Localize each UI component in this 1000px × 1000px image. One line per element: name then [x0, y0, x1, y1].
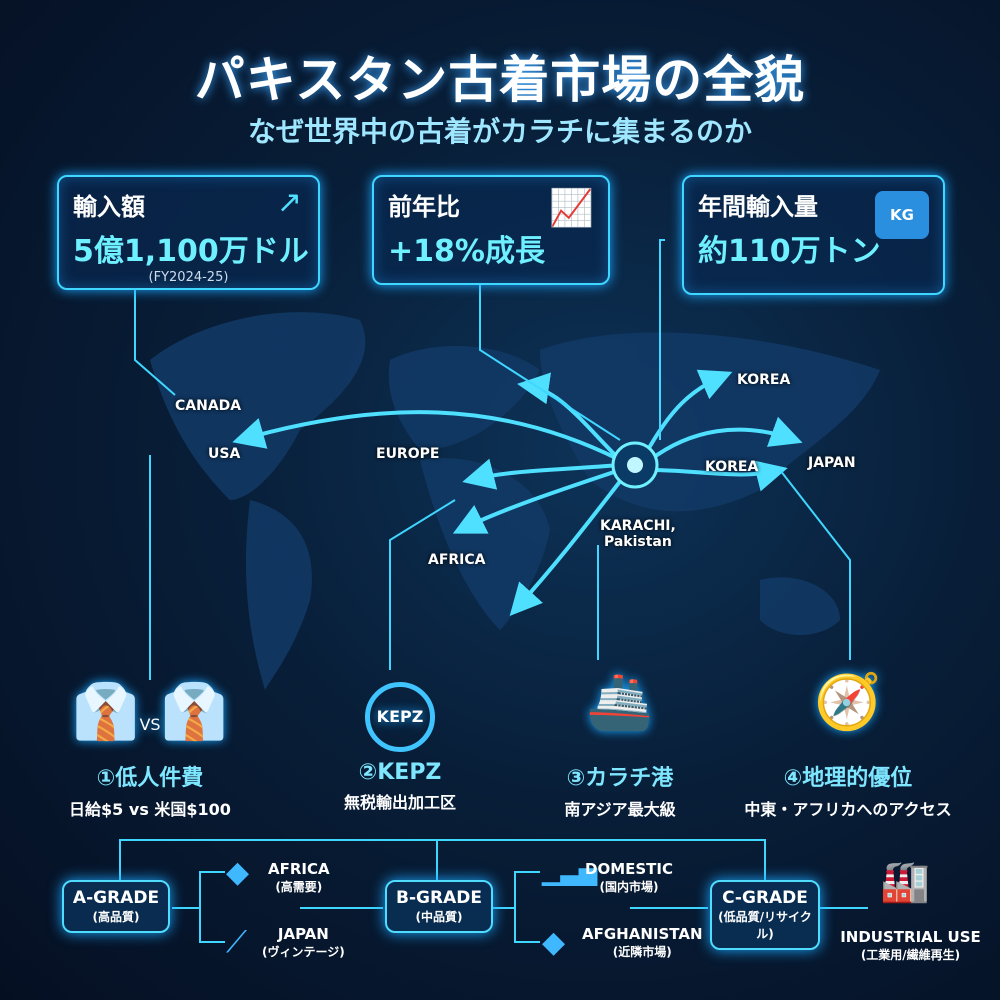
stat-label: 輸入額 — [73, 193, 145, 221]
weight-icon: KG — [875, 191, 929, 239]
dest-name: AFGHANISTAN — [582, 925, 703, 943]
feature-title: ③カラチ港 — [566, 766, 674, 791]
dest-note: (国内市場) — [599, 880, 659, 894]
cargo-ship-icon: 🚢 — [586, 670, 654, 733]
dest-name: DOMESTIC — [585, 860, 674, 878]
page-subtitle: なぜ世界中の古着がカラチに集まるのか — [247, 115, 752, 148]
dest-japan: JAPAN (ヴィンテージ) — [262, 925, 345, 960]
feature-title: ④地理的優位 — [783, 766, 913, 791]
dest-name: JAPAN — [277, 925, 329, 943]
stat-label: 前年比 — [388, 193, 460, 221]
page-title: パキスタン古着市場の全貌 — [194, 51, 806, 109]
dest-note: (工業用/繊維再生) — [860, 948, 961, 962]
grade-note: (低品質/リサイクル) — [718, 910, 812, 941]
feature-sub: 南アジア最大級 — [564, 800, 676, 819]
map-label-usa: USA — [208, 446, 241, 462]
dest-name: AFRICA — [268, 860, 330, 878]
map-label-canada: CANADA — [175, 398, 242, 414]
afghanistan-icon: ◆ — [542, 925, 566, 960]
compass-icon: 🧭 — [814, 670, 882, 733]
dest-note: (近隣市場) — [612, 945, 672, 959]
dest-industrial-use: INDUSTRIAL USE (工業用/繊維再生) — [838, 928, 983, 963]
feature-kepz: ②KEPZ 無税輸出加工区 — [280, 760, 520, 813]
map-label-korea: KOREA — [737, 372, 791, 388]
grade-note: (中品質) — [415, 910, 463, 924]
feature-karachi-port: ③カラチ港南アジア最大級 — [500, 760, 740, 820]
hub-line2: Pakistan — [603, 534, 672, 550]
grade-name: B-GRADE — [396, 888, 482, 908]
feature-sub: 中東・アフリカへのアクセス — [744, 800, 952, 819]
stat-note: (FY2024-25) — [148, 270, 229, 285]
stat-label: 年間輸入量 — [698, 193, 818, 221]
feature-sub: 日給$5 vs 米国$100 — [69, 800, 231, 819]
factory-icon: 🏭 — [880, 859, 930, 905]
stat-card-annual-volume: 年間輸入量 約110万トン KG — [682, 175, 945, 295]
feature-sub: 無税輸出加工区 — [343, 793, 456, 812]
map-label-japan: JAPAN — [808, 455, 856, 471]
feature-geography: ④地理的優位中東・アフリカへのアクセス — [728, 760, 968, 820]
feature-low-labor-cost: ①低人件費日給$5 vs 米国$100 — [30, 760, 270, 820]
grade-note: (高品質) — [92, 910, 140, 924]
continents — [150, 312, 880, 690]
dest-afghanistan: AFGHANISTAN (近隣市場) — [582, 925, 703, 960]
grade-name: C-GRADE — [722, 888, 808, 908]
map-label-africa: AFRICA — [428, 552, 486, 568]
feature-title: ②KEPZ — [358, 760, 442, 785]
stat-value: +18%成長 — [388, 234, 545, 269]
businessmen-vs-icon: 👔VS👔 — [72, 680, 228, 743]
trend-up-icon: ↗ — [276, 185, 302, 220]
stat-value: 約110万トン — [698, 234, 881, 269]
connector-lines — [119, 239, 868, 943]
grade-b-box: B-GRADE (中品質) — [385, 880, 493, 933]
bar-chart-growth-icon: 📈 — [549, 188, 594, 229]
map-label-korea-2: KOREA — [705, 459, 759, 475]
bar-chart-icon: ▁▃▅ — [542, 858, 598, 886]
map-label-karachi: KARACHI,Pakistan — [600, 518, 676, 550]
dest-africa: AFRICA (高需要) — [268, 860, 330, 895]
dest-note: (高需要) — [275, 880, 323, 894]
grade-a-box: A-GRADE (高品質) — [62, 880, 170, 933]
dest-note: (ヴィンテージ) — [262, 945, 345, 959]
dest-name: INDUSTRIAL USE — [840, 928, 981, 946]
grade-name: A-GRADE — [72, 888, 160, 908]
japan-icon: ⟋ — [226, 925, 247, 960]
gear-icon: KEPZ — [280, 672, 520, 752]
feature-title: ①低人件費 — [96, 766, 204, 791]
grade-c-box: C-GRADE(低品質/リサイクル) — [710, 880, 820, 950]
trade-arrows — [232, 369, 803, 616]
dest-domestic: DOMESTIC (国内市場) — [585, 860, 673, 895]
map-label-europe: EUROPE — [376, 446, 440, 462]
stat-card-yoy-growth: 前年比 +18%成長 📈 — [372, 175, 610, 285]
stat-card-import-value: 輸入額 5億1,100万ドル (FY2024-25) ↗ — [57, 175, 320, 290]
africa-icon: ◆ — [226, 855, 250, 890]
hub-line1: KARACHI, — [600, 518, 676, 534]
stat-value: 5億1,100万ドル — [73, 234, 309, 269]
